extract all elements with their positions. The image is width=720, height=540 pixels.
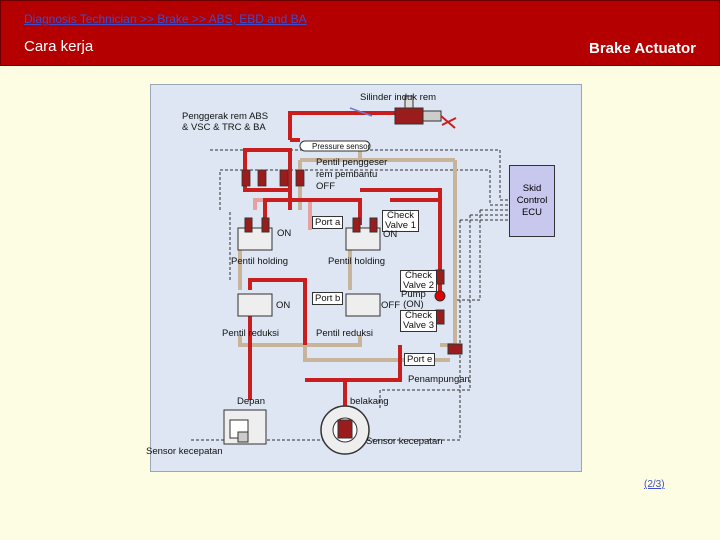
check-valve-2-label: Check Valve 2 (400, 270, 437, 292)
assist-valves (241, 169, 305, 187)
pump-label: Pump (ON) (401, 289, 426, 310)
holding-left-state: ON (277, 228, 292, 239)
actuator-label: Penggerak rem ABS & VSC & TRC & BA (182, 111, 269, 133)
speed-sensor-left-label: Sensor kecepatan (146, 446, 223, 457)
speed-sensor-right-label: Sensor kecepatan (366, 436, 443, 447)
reduction-right-label: Pentil reduksi (316, 328, 374, 339)
ecu-line-1: Skid (522, 183, 542, 194)
holding-valves (237, 217, 381, 251)
check-valve-3-label: Check Valve 3 (400, 310, 437, 332)
topic-title: Brake Actuator (589, 40, 696, 57)
high-pressure-lines (243, 111, 442, 410)
port-a-label: Port a (312, 216, 344, 229)
holding-right-label: Pentil holding (328, 256, 386, 267)
master-cylinder-label: Silinder induk rem (360, 92, 437, 103)
check-valve-1-label: Check Valve 1 (382, 210, 419, 232)
ecu-line-2: Control (516, 195, 548, 206)
pressure-sensor-shape (299, 140, 371, 152)
skid-control-ecu: Skid Control ECU (509, 165, 555, 237)
brake-actuator-diagram (150, 84, 582, 472)
reduction-valves (237, 293, 381, 317)
reduction-left-label: Pentil reduksi (222, 328, 280, 339)
rear-label: belakang (350, 396, 389, 407)
page-indicator-link[interactable]: (2/3) (644, 479, 665, 490)
master-cylinder-shape (349, 95, 457, 129)
reservoir-shape (447, 343, 463, 355)
header-bar (0, 0, 720, 66)
holding-left-label: Pentil holding (231, 256, 289, 267)
return-lines (253, 198, 362, 230)
ecu-line-3: ECU (521, 207, 543, 218)
section-title: Cara kerja (24, 38, 94, 55)
front-label: Depan (237, 396, 265, 407)
port-b-label: Port b (312, 292, 344, 305)
assist-valve-label: Pentil penggeser rem pembantu OFF (316, 157, 388, 192)
breadcrumb-link[interactable]: Diagnosis Technician >> Brake >> ABS, EB… (24, 12, 307, 26)
reservoir-label: Penampungan (408, 374, 470, 385)
rear-wheel (320, 405, 370, 455)
front-wheel (223, 409, 267, 445)
reduction-left-state: ON (276, 300, 291, 311)
pressure-sensor-label: Pressure sensor (312, 142, 371, 151)
holding-right-state: ON (383, 229, 398, 240)
port-e-label: Port e (404, 353, 436, 366)
off-label: OFF (381, 300, 400, 311)
